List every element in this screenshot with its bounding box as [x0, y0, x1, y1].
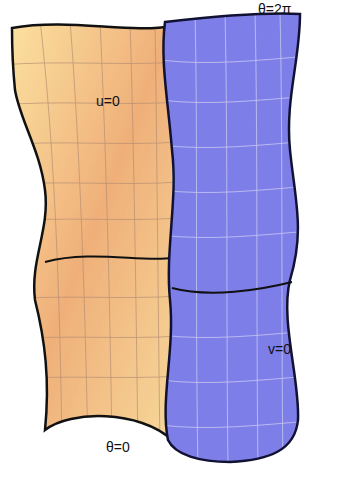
parameter-label: θ=0 — [106, 440, 130, 455]
curve-label: v=0 — [268, 342, 291, 357]
parameter-label: θ=2π — [258, 2, 291, 17]
curve-label: u=0 — [96, 94, 120, 109]
